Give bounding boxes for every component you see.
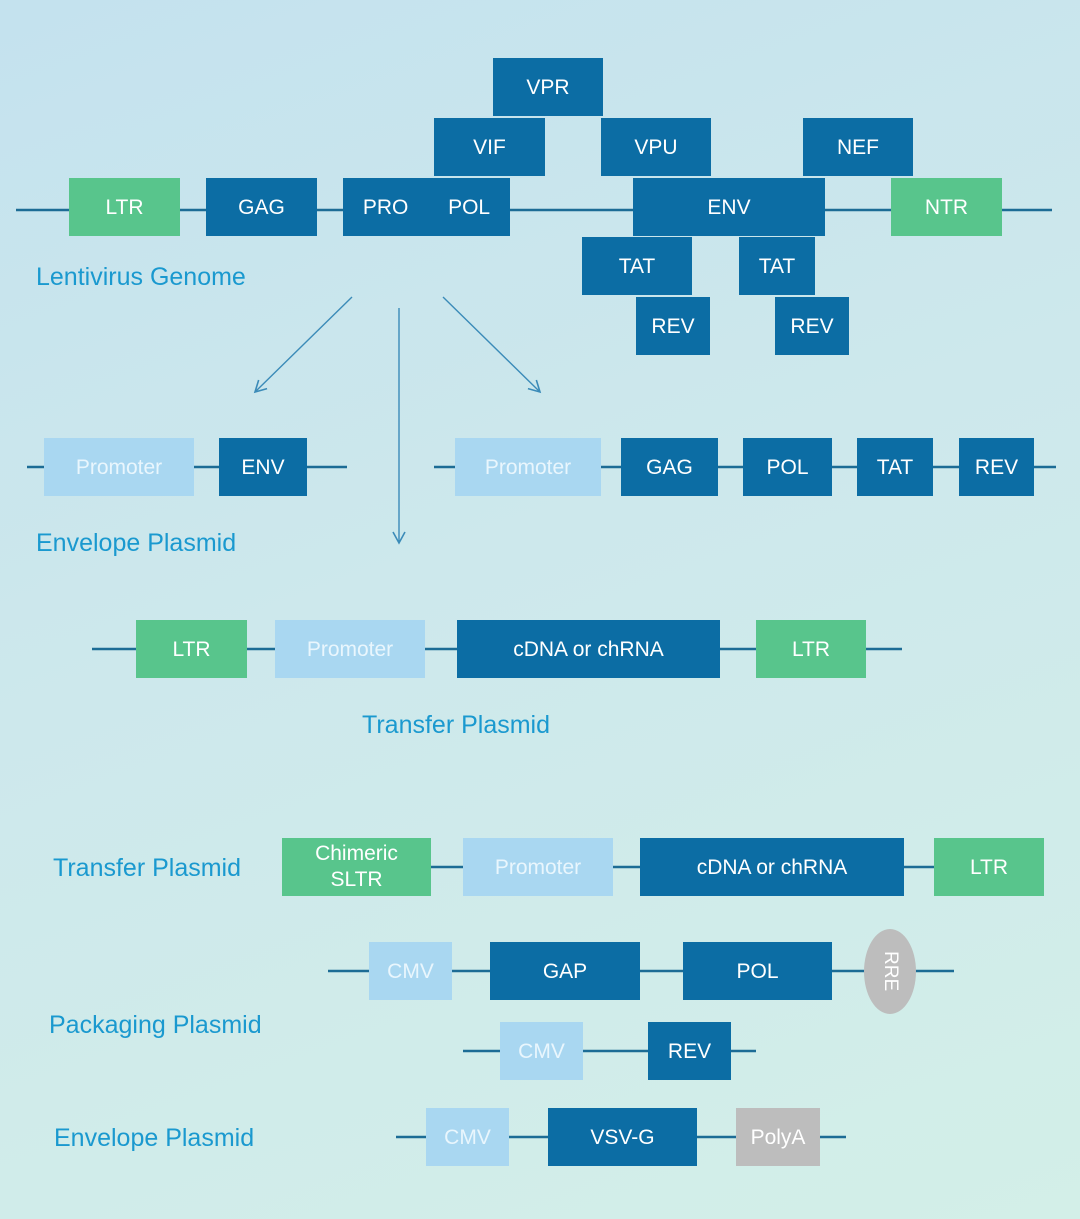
genome-ltr-box: LTR [69, 178, 180, 236]
envelope-plasmid-2-vsvg-box: VSV-G [548, 1108, 697, 1166]
genome-pro-pol-box: PRO POL [343, 178, 510, 236]
transfer-plasmid-2-ltr-box: LTR [934, 838, 1044, 896]
envelope-plasmid-1-promoter-box: Promoter [44, 438, 194, 496]
genome-nef-box: NEF [803, 118, 913, 176]
transfer-plasmid-2-chimeric-box: Chimeric SLTR [282, 838, 431, 896]
rre-label: RRE [880, 951, 901, 992]
genome-pol-label: POL [448, 195, 491, 219]
transfer-plasmid-1-cdna-box: cDNA or chRNA [457, 620, 720, 678]
transfer-plasmid-1-ltr-right-box: LTR [756, 620, 866, 678]
transfer-plasmid-1-label: Transfer Plasmid [362, 711, 551, 739]
genome-tat-box-2: TAT [739, 237, 815, 295]
genome-tat-box-1: TAT [582, 237, 692, 295]
arrow-left [253, 296, 353, 394]
lentivirus-genome-label: Lentivirus Genome [36, 263, 246, 291]
packaging-plasmid-cmv-box-1: CMV [369, 942, 452, 1000]
genome-vpu-box: VPU [601, 118, 711, 176]
genome-env-box: ENV [633, 178, 825, 236]
genome-rev-box-2: REV [775, 297, 849, 355]
transfer-plasmid-2-cdna-box: cDNA or chRNA [640, 838, 904, 896]
genome-vif-box: VIF [434, 118, 545, 176]
genome-vpr-box: VPR [493, 58, 603, 116]
transfer-plasmid-1-ltr-left-box: LTR [136, 620, 247, 678]
packaging-row-pol-box: POL [743, 438, 832, 496]
packaging-plasmid-rre-oval: RRE [864, 929, 916, 1014]
packaging-plasmid-pol-box: POL [683, 942, 832, 1000]
envelope-plasmid-1-label: Envelope Plasmid [36, 529, 237, 557]
packaging-plasmid-gap-box: GAP [490, 942, 640, 1000]
genome-gag-box: GAG [206, 178, 317, 236]
packaging-row-gag-box: GAG [621, 438, 718, 496]
genome-pro-label: PRO [362, 195, 409, 219]
genome-ntr-box: NTR [891, 178, 1002, 236]
envelope-plasmid-1-env-box: ENV [219, 438, 307, 496]
packaging-plasmid-label: Packaging Plasmid [49, 1011, 262, 1039]
packaging-row-tat-box: TAT [857, 438, 933, 496]
envelope-plasmid-2-cmv-box: CMV [426, 1108, 509, 1166]
packaging-row-promoter-box: Promoter [455, 438, 601, 496]
arrow-right [442, 296, 542, 394]
transfer-plasmid-1-promoter-box: Promoter [275, 620, 425, 678]
envelope-plasmid-2-polya-box: PolyA [736, 1108, 820, 1166]
packaging-plasmid-cmv-box-2: CMV [500, 1022, 583, 1080]
packaging-plasmid-rev-box: REV [648, 1022, 731, 1080]
genome-rev-box-1: REV [636, 297, 710, 355]
transfer-plasmid-2-label: Transfer Plasmid [53, 854, 242, 882]
packaging-row-rev-box: REV [959, 438, 1034, 496]
transfer-plasmid-2-promoter-box: Promoter [463, 838, 613, 896]
envelope-plasmid-2-label: Envelope Plasmid [54, 1124, 255, 1152]
